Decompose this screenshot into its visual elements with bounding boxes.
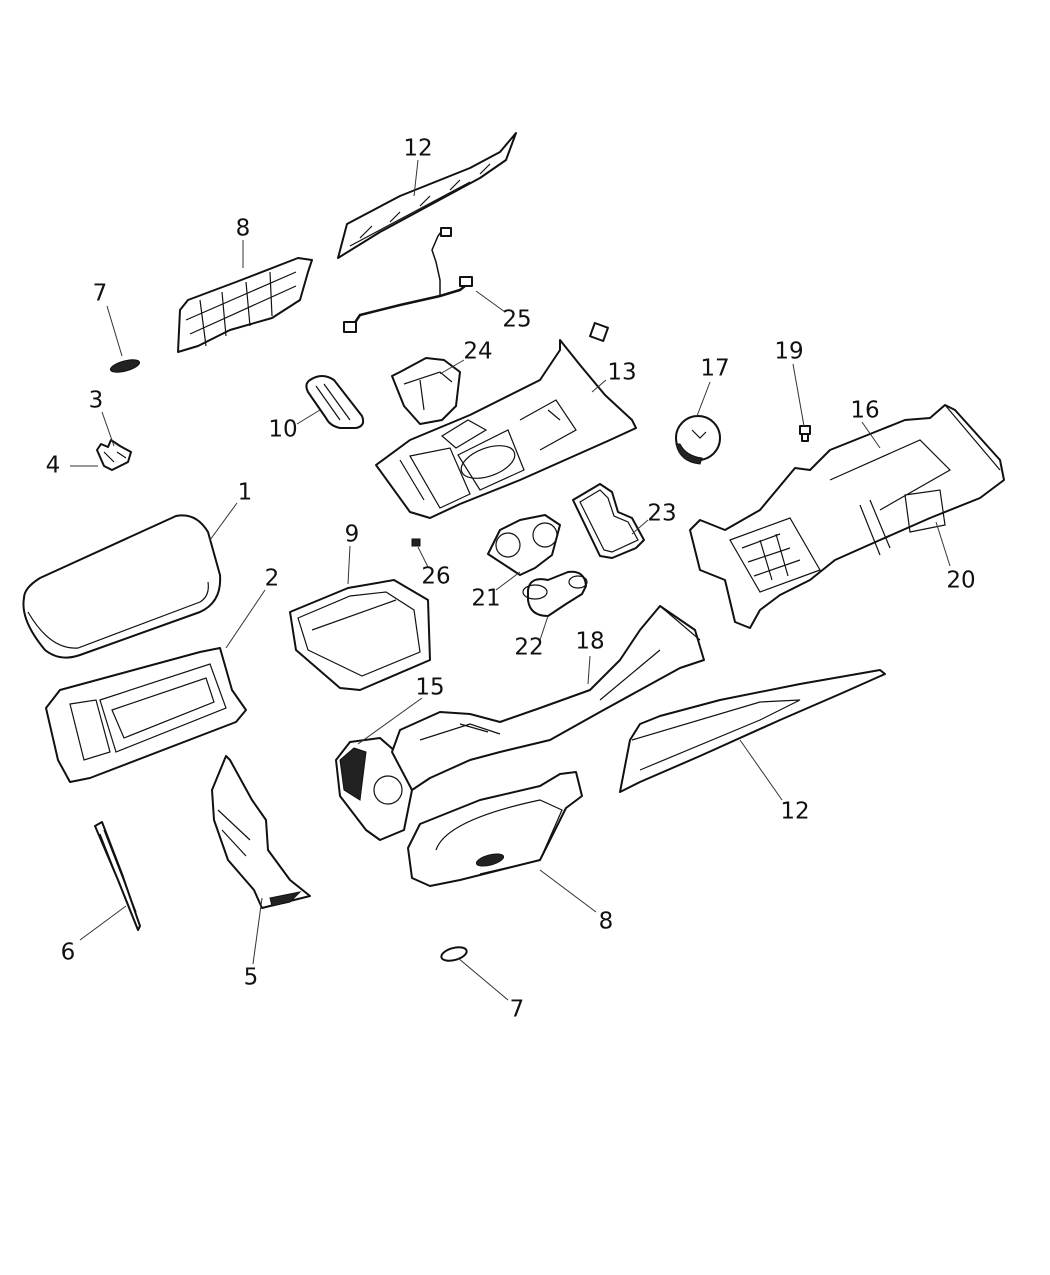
leader-lines bbox=[70, 159, 951, 1001]
callout-8-bottom: 8 bbox=[598, 908, 614, 935]
callout-8-top: 8 bbox=[235, 215, 251, 242]
part-16-console-bracket bbox=[689, 404, 1005, 629]
part-3-4-latch bbox=[96, 439, 132, 471]
callout-18: 18 bbox=[575, 628, 605, 655]
callout-7-top: 7 bbox=[92, 280, 108, 307]
part-15-air-duct-blower bbox=[335, 737, 413, 841]
callout-9: 9 bbox=[344, 521, 360, 548]
part-9-storage-bin bbox=[289, 579, 431, 691]
callout-4: 4 bbox=[45, 452, 61, 479]
callout-17: 17 bbox=[700, 355, 730, 382]
part-12-top-trim-panel bbox=[337, 132, 517, 259]
part-22-cup-holder-insert bbox=[522, 570, 588, 617]
part-13-shifter-bezel bbox=[375, 339, 637, 519]
callout-7-bottom: 7 bbox=[509, 996, 525, 1023]
callout-23: 23 bbox=[647, 500, 677, 527]
callout-15: 15 bbox=[415, 674, 445, 701]
callout-26: 26 bbox=[421, 563, 451, 590]
callout-5: 5 bbox=[243, 964, 259, 991]
part-8-top-side-panel bbox=[177, 257, 313, 353]
callout-24: 24 bbox=[463, 338, 493, 365]
callout-10: 10 bbox=[268, 416, 298, 443]
callout-3: 3 bbox=[88, 387, 104, 414]
part-19-push-pin bbox=[799, 425, 811, 442]
callout-25: 25 bbox=[502, 306, 532, 333]
callout-21: 21 bbox=[471, 585, 501, 612]
part-17-shifter-knob bbox=[675, 415, 721, 465]
part-25-wiring-harness bbox=[343, 227, 473, 333]
callout-20: 20 bbox=[946, 567, 976, 594]
part-1-armrest-lid bbox=[22, 514, 222, 659]
part-5-rear-console-bezel bbox=[211, 755, 311, 909]
part-7-bottom-clip-cover bbox=[440, 946, 468, 962]
part-10-bezel-ring bbox=[305, 375, 365, 429]
callout-22: 22 bbox=[514, 634, 544, 661]
callout-2: 2 bbox=[264, 565, 280, 592]
callout-6: 6 bbox=[60, 939, 76, 966]
callout-19: 19 bbox=[774, 338, 804, 365]
part-21-cup-holder bbox=[487, 514, 561, 576]
part-2-armrest-base bbox=[45, 647, 247, 783]
part-8-bottom-side-panel bbox=[407, 771, 583, 887]
part-24-switch-housing bbox=[391, 357, 461, 425]
part-7-top-clip-cover bbox=[109, 359, 141, 373]
callout-12-bottom: 12 bbox=[780, 798, 810, 825]
part-12-bottom-trim-panel bbox=[619, 669, 886, 793]
part-26-clip bbox=[411, 538, 421, 547]
callout-12-top: 12 bbox=[403, 135, 433, 162]
part-23-mat bbox=[572, 483, 645, 559]
part-6-rear-vent-grille bbox=[94, 821, 141, 931]
part-18-air-duct bbox=[391, 605, 705, 791]
part-clip-near-13 bbox=[589, 322, 609, 342]
callout-1: 1 bbox=[237, 479, 253, 506]
callout-13: 13 bbox=[607, 359, 637, 386]
callout-16: 16 bbox=[850, 397, 880, 424]
